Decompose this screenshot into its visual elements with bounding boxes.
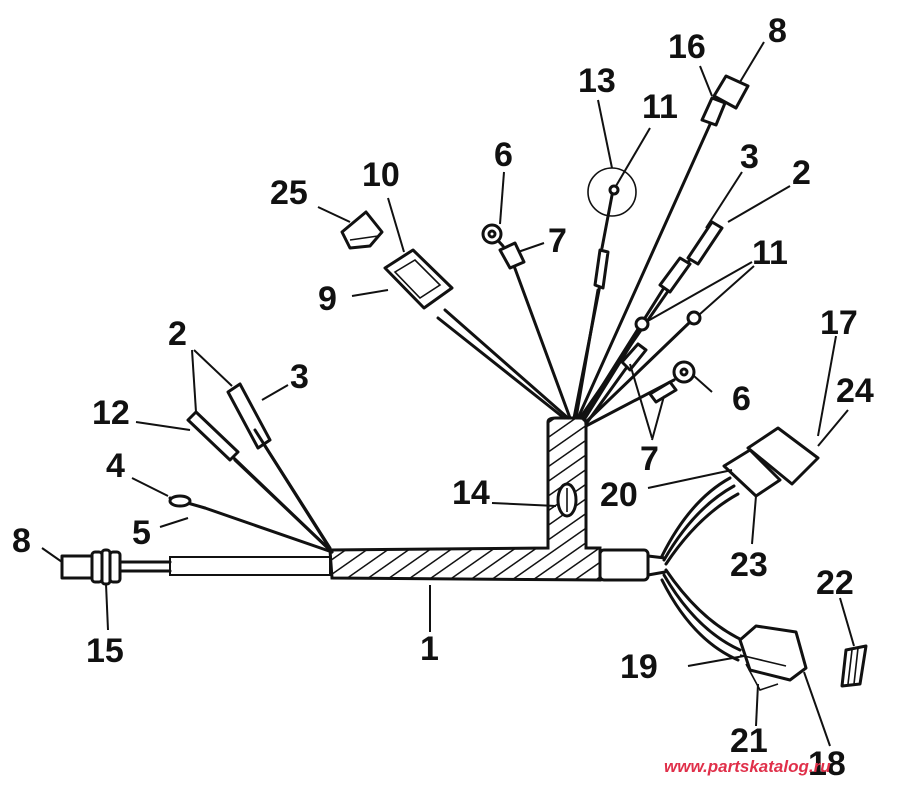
label-8-left: 8 [12, 522, 31, 560]
label-10: 10 [362, 156, 400, 194]
label-23: 23 [730, 546, 768, 584]
watermark-text: www.partskatalog.ru [664, 757, 831, 776]
label-2-right: 2 [792, 154, 811, 192]
label-9: 9 [318, 280, 337, 318]
label-19: 19 [620, 648, 658, 686]
label-4: 4 [106, 447, 125, 485]
label-24: 24 [836, 372, 874, 410]
main-harness-trunk [169, 416, 667, 582]
label-17: 17 [820, 304, 858, 342]
label-15: 15 [86, 632, 124, 670]
clip-14 [556, 482, 578, 518]
label-18: 18 [808, 745, 846, 783]
label-3-right: 3 [740, 138, 759, 176]
label-3-left: 3 [290, 358, 309, 396]
label-16: 16 [668, 28, 706, 66]
label-14: 14 [452, 474, 490, 512]
label-6-top: 6 [494, 136, 513, 174]
label-2-left: 2 [168, 315, 187, 353]
label-7-right: 7 [640, 440, 659, 478]
label-11-right: 11 [752, 234, 788, 272]
label-12: 12 [92, 394, 130, 432]
part-22 [840, 644, 868, 688]
label-5: 5 [132, 514, 151, 552]
label-20: 20 [600, 476, 638, 514]
label-22: 22 [816, 564, 854, 602]
leader-lines [41, 41, 855, 747]
left-branch-leads [168, 382, 334, 554]
label-8-top: 8 [768, 12, 787, 50]
connector-9-10 [383, 248, 454, 310]
label-11-top: 11 [642, 88, 678, 126]
callout-labels: 1 2 3 12 4 5 8 15 25 10 9 6 7 13 11 16 8… [12, 12, 874, 783]
connector-25 [340, 210, 384, 250]
left-connector-8 [60, 548, 172, 586]
label-21: 21 [730, 722, 768, 760]
upper-branch-leads [436, 74, 750, 428]
label-13: 13 [578, 62, 616, 100]
label-7-top: 7 [548, 222, 567, 260]
right-lower-branches [660, 426, 820, 691]
label-6-right: 6 [732, 380, 751, 418]
label-1: 1 [420, 630, 439, 668]
label-25: 25 [270, 174, 308, 212]
